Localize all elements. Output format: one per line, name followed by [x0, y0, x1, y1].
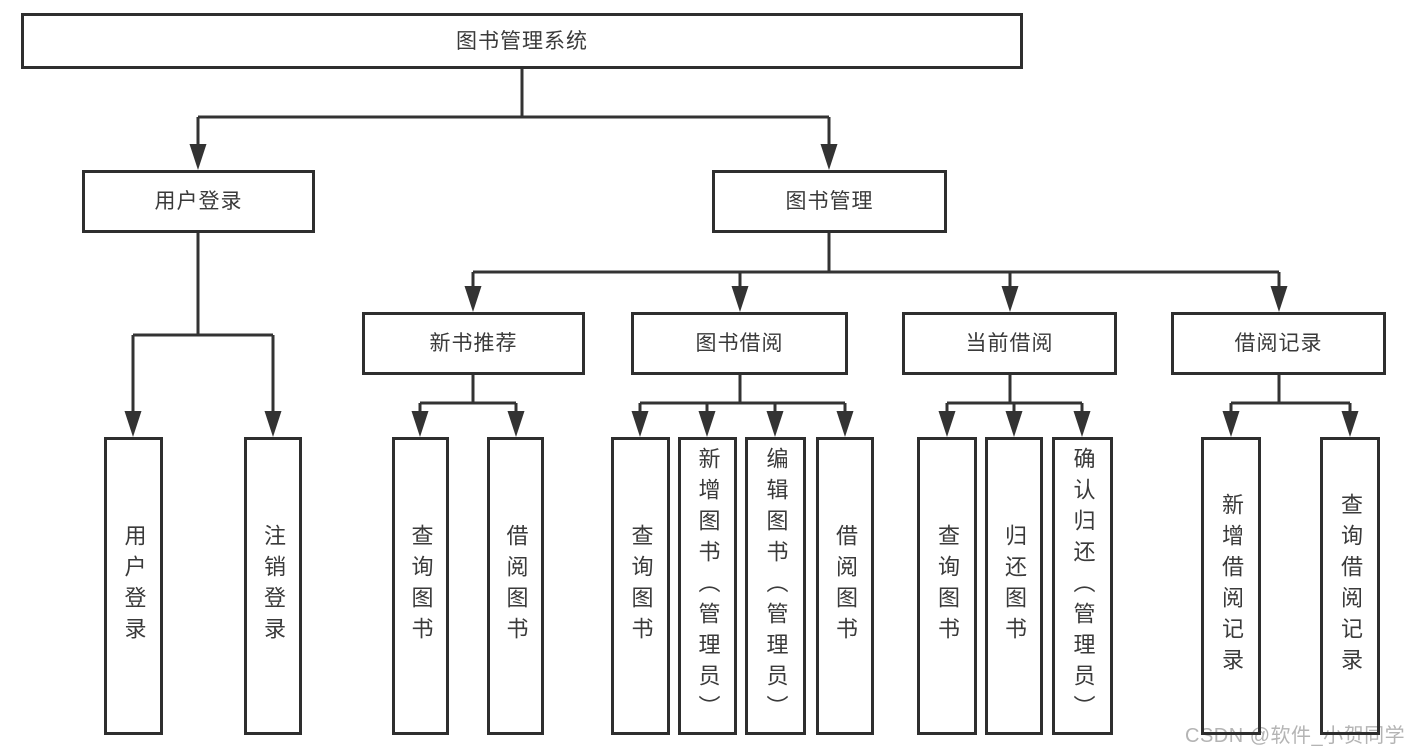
csdn-watermark: CSDN @软件_小贺同学	[1185, 725, 1405, 747]
node-label: 用户登录	[121, 524, 147, 648]
leaf-confirm-return-admin: 确认归还（管理员）	[1052, 437, 1113, 735]
node-label: 查询图书	[628, 524, 654, 648]
leaf-user-login: 用户登录	[104, 437, 163, 735]
leaf-add-book-admin: 新增图书（管理员）	[678, 437, 737, 735]
node-label: 查询图书	[935, 524, 960, 648]
node-library-management-system: 图书管理系统	[21, 13, 1023, 69]
leaf-query-book-3: 查询图书	[917, 437, 977, 735]
node-label: 当前借阅	[965, 332, 1054, 355]
node-new-book-recommendation: 新书推荐	[362, 312, 585, 375]
leaf-borrow-book-1: 借阅图书	[487, 437, 544, 735]
node-label: 确认归还（管理员）	[1070, 446, 1096, 726]
node-borrowing-records: 借阅记录	[1171, 312, 1386, 375]
leaf-query-borrow-record: 查询借阅记录	[1320, 437, 1380, 735]
node-label: 注销登录	[261, 524, 286, 648]
node-label: 图书管理系统	[456, 29, 588, 53]
node-label: 新增借阅记录	[1219, 493, 1244, 679]
leaf-return-book: 归还图书	[985, 437, 1043, 735]
node-label: 借阅图书	[833, 524, 858, 648]
leaf-edit-book-admin: 编辑图书（管理员）	[745, 437, 806, 735]
node-label: 查询借阅记录	[1338, 493, 1363, 679]
node-label: 图书借阅	[695, 332, 784, 355]
leaf-logout: 注销登录	[244, 437, 302, 735]
node-label: 归还图书	[1002, 524, 1027, 648]
leaf-add-borrow-record: 新增借阅记录	[1201, 437, 1261, 735]
leaf-borrow-book-2: 借阅图书	[816, 437, 874, 735]
node-book-management-branch: 图书管理	[712, 170, 947, 233]
node-label: 借阅记录	[1234, 332, 1323, 355]
node-label: 用户登录	[154, 190, 243, 213]
node-book-borrowing: 图书借阅	[631, 312, 848, 375]
leaf-query-book-2: 查询图书	[611, 437, 670, 735]
node-label: 查询图书	[408, 524, 434, 648]
node-label: 借阅图书	[503, 524, 529, 648]
node-current-borrowing: 当前借阅	[902, 312, 1117, 375]
node-user-login-branch: 用户登录	[82, 170, 315, 233]
node-label: 新增图书（管理员）	[695, 446, 721, 726]
node-label: 图书管理	[785, 190, 874, 213]
leaf-query-book-1: 查询图书	[392, 437, 449, 735]
node-label: 新书推荐	[429, 332, 518, 355]
node-label: 编辑图书（管理员）	[763, 446, 789, 726]
